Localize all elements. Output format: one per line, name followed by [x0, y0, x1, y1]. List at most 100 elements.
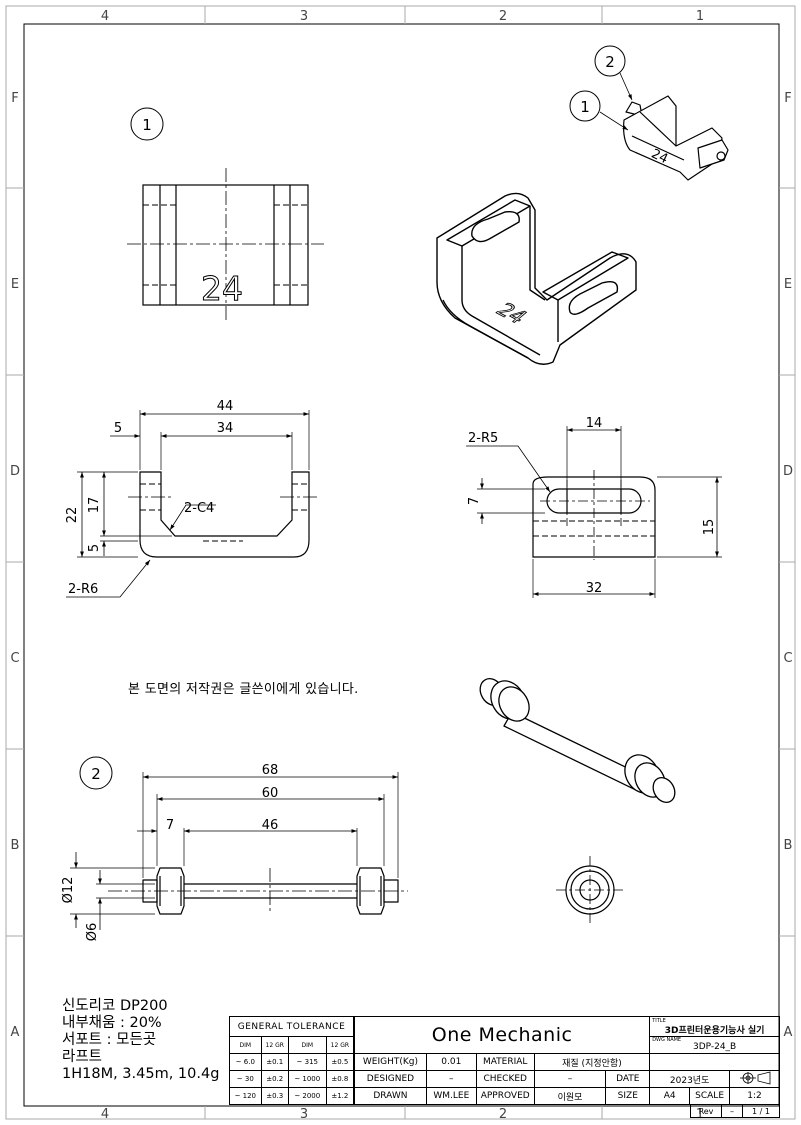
dim-32: 32	[586, 581, 603, 596]
table-row: ~ 6.0 ±0.1 ~ 315 ±0.5	[229, 1053, 355, 1071]
dwg-name-label: DWG NAME	[652, 1037, 682, 1044]
tol-cell: ±0.5	[325, 1053, 355, 1071]
tol-header: DIM	[229, 1036, 262, 1054]
tol-cell: ~ 120	[229, 1087, 262, 1105]
dim-14: 14	[586, 416, 603, 431]
inner-border	[23, 23, 780, 1107]
dwg-name: 3DP-24_B	[692, 1042, 737, 1052]
dim-slot-radius: 2-R5	[468, 431, 498, 446]
part2-iso-view	[479, 678, 676, 803]
part1-front-dimension-lines	[66, 412, 309, 598]
size-value: A4	[649, 1087, 691, 1105]
part2-balloon: 2	[79, 756, 113, 790]
part1-top-centerlines	[127, 168, 324, 322]
tol-cell: ±1.2	[325, 1087, 355, 1105]
row-label-c: C	[10, 651, 19, 666]
print-notes: 신도리코 DP200 내부채움 : 20% 서포트 : 모든곳 라프트 1H18…	[62, 998, 219, 1083]
assembly-engraving: 24	[649, 147, 670, 168]
weight-value: 0.01	[425, 1053, 477, 1071]
note-support: 서포트 : 모든곳	[62, 1032, 157, 1048]
part1-front-extension-lines	[77, 410, 310, 558]
material-value: 재질 (지정안함)	[533, 1053, 651, 1071]
tol-cell: ~ 315	[287, 1053, 327, 1071]
designed-value: –	[425, 1070, 477, 1088]
part1-balloon-number: 1	[142, 116, 152, 134]
part2-dimension-texts: 68 60 7 46 Ø12 Ø6	[61, 763, 278, 941]
part2-dimension-lines	[74, 775, 398, 930]
dim-68: 68	[262, 763, 279, 778]
tol-header: DIM	[287, 1036, 327, 1054]
assembly-balloon-2-number: 2	[605, 53, 615, 71]
part2-end-centerlines	[556, 856, 624, 924]
note-print-time: 1H18M, 3.45m, 10.4g	[62, 1066, 220, 1082]
revision-block: Rev – 1 / 1	[690, 1104, 780, 1118]
sheet-number: 1 / 1	[742, 1104, 780, 1118]
dim-46: 46	[262, 818, 279, 833]
zone-labels: 4 3 2 1 4 3 2 1 F E D C B A F E D C B A	[10, 9, 793, 1122]
part2-extension-lines	[70, 772, 399, 915]
row-label-f-right: F	[784, 91, 791, 106]
sheet-border	[5, 5, 796, 1120]
part1-front-dimension-texts: 44 34 5 22 17 5 2-C4 2-R6	[65, 399, 233, 597]
row-label-a-right: A	[784, 1025, 793, 1040]
tol-cell: ±0.2	[260, 1070, 289, 1088]
part2-balloon-number: 2	[91, 765, 101, 783]
date-value: 2023년도	[649, 1070, 731, 1088]
dim-5-side: 5	[87, 544, 102, 552]
dim-17: 17	[87, 497, 102, 514]
assembly-balloon-2: 2	[594, 45, 633, 101]
note-printer: 신도리코 DP200	[62, 998, 168, 1014]
row-label-c-right: C	[783, 651, 792, 666]
part1-front-hidden-lines	[140, 483, 309, 542]
designed-label: DESIGNED	[354, 1070, 427, 1088]
note-raft: 라프트	[62, 1049, 103, 1065]
part1-side-centerlines	[540, 470, 650, 560]
dim-7-shaft: 7	[166, 818, 174, 833]
tol-cell: ±0.1	[260, 1053, 289, 1071]
row-label-b-right: B	[784, 838, 793, 853]
assembly-balloon-1: 1	[569, 90, 629, 131]
col-label-2: 2	[499, 9, 507, 24]
date-label: DATE	[605, 1070, 651, 1088]
drawn-value: WM.LEE	[425, 1087, 477, 1105]
col-label-3-bottom: 3	[300, 1107, 308, 1122]
zone-ticks	[6, 6, 795, 1119]
scale-label: SCALE	[689, 1087, 731, 1105]
weight-label: WEIGHT(Kg)	[354, 1053, 427, 1071]
col-label-1: 1	[696, 9, 704, 24]
approved-label: APPROVED	[475, 1087, 535, 1105]
dim-7: 7	[467, 497, 482, 505]
table-row: ~ 120 ±0.3 ~ 2000 ±1.2	[229, 1087, 355, 1105]
title-block: One Mechanic TITLE 3D프린터운용기능사 실기 DWG NAM…	[353, 1016, 780, 1105]
part1-side-dimension-lines	[466, 428, 719, 596]
tol-cell: ~ 6.0	[229, 1053, 262, 1071]
dim-radius: 2-R6	[68, 582, 98, 597]
scale-value: 1:2	[729, 1087, 780, 1105]
dim-dia12: Ø12	[61, 877, 76, 904]
tol-cell: ~ 1000	[287, 1070, 327, 1088]
part1-front-view	[139, 471, 310, 558]
approved-value: 이원모	[533, 1087, 607, 1105]
rev-label: Rev	[690, 1104, 722, 1118]
dim-60: 60	[262, 786, 279, 801]
company-name: One Mechanic	[353, 1016, 651, 1054]
row-label-d-right: D	[783, 464, 793, 479]
part1-side-dimension-texts: 14 7 15 32 2-R5	[467, 416, 717, 596]
part1-top-hidden-lines	[143, 204, 308, 286]
dim-5-top: 5	[114, 421, 122, 436]
row-label-e: E	[11, 277, 19, 292]
part1-balloon: 1	[130, 107, 164, 141]
tol-cell: ~ 2000	[287, 1087, 327, 1105]
tol-header: 12 GR	[260, 1036, 289, 1054]
size-label: SIZE	[605, 1087, 651, 1105]
dim-dia6: Ø6	[85, 923, 100, 942]
row-label-e-right: E	[784, 277, 792, 292]
col-label-4: 4	[101, 9, 109, 24]
dim-15: 15	[702, 519, 717, 536]
general-tolerance-label: GENERAL TOLERANCE	[229, 1016, 354, 1037]
drawing-title: 3D프린터운용기능사 실기	[664, 1025, 765, 1036]
col-label-3: 3	[300, 9, 308, 24]
tolerance-table: GENERAL TOLERANCE DIM 12 GR DIM 12 GR ~ …	[229, 1016, 355, 1105]
dim-chamfer: 2-C4	[184, 501, 214, 516]
part1-side-extension-lines	[477, 426, 722, 598]
